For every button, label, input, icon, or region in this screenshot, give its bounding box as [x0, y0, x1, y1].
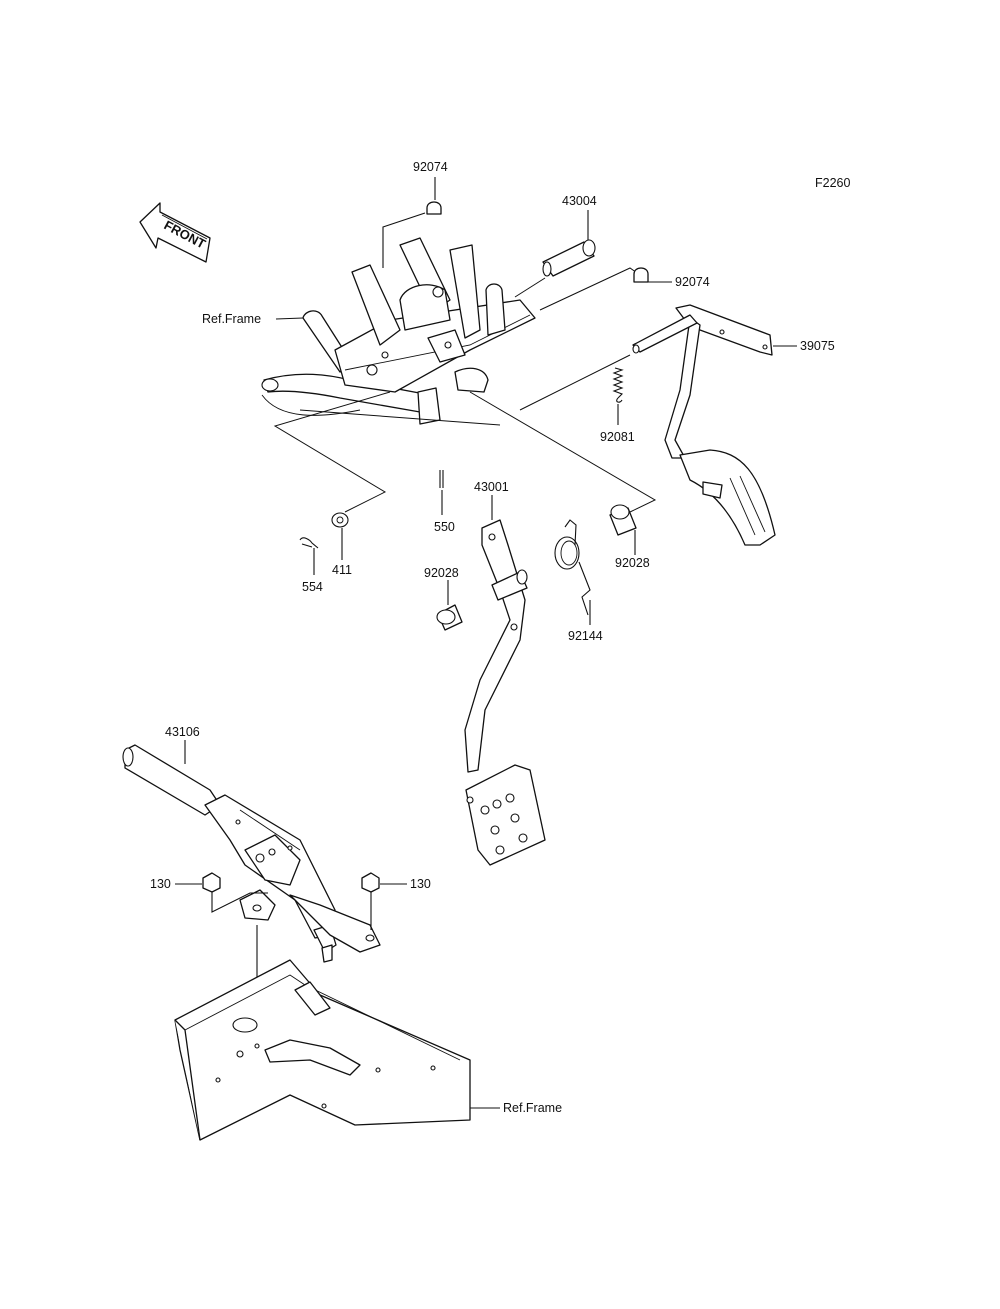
part-411-washer: 411	[331, 512, 352, 577]
part-92028-left: 92028	[424, 566, 463, 631]
label-43106: 43106	[165, 725, 200, 739]
label-ref-frame-top: Ref.Frame	[202, 312, 261, 326]
part-130-left-bolt: 130	[150, 872, 268, 913]
part-554-cotter-pin: 554	[299, 537, 323, 594]
label-92028-right: 92028	[615, 556, 650, 570]
label-ref-frame-bottom: Ref.Frame	[503, 1101, 562, 1115]
label-43001: 43001	[474, 480, 509, 494]
part-92081-spring: 92081	[600, 367, 635, 444]
part-92074-top: 92074	[382, 160, 448, 268]
upper-frame-assembly	[261, 237, 536, 425]
part-43004: 43004	[542, 194, 597, 277]
label-130-left: 130	[150, 877, 171, 891]
label-92074-right: 92074	[675, 275, 710, 289]
label-92074-top: 92074	[413, 160, 448, 174]
part-92144-torsion-spring: 92144	[554, 519, 603, 643]
leader-39075-axis	[519, 354, 631, 411]
label-550: 550	[434, 520, 455, 534]
label-92081: 92081	[600, 430, 635, 444]
part-43001-brake-pedal: 43001	[464, 480, 546, 866]
label-92028-left: 92028	[424, 566, 459, 580]
leader-43004-axis	[514, 277, 546, 298]
label-43004: 43004	[562, 194, 597, 208]
label-39075: 39075	[800, 339, 835, 353]
part-39075-accelerator-pedal: 39075	[632, 304, 835, 546]
part-92028-right: 92028	[609, 504, 650, 570]
part-43106-parking-brake-lever: 43106	[122, 725, 381, 963]
lower-frame: Ref.Frame	[174, 959, 562, 1141]
label-92144: 92144	[568, 629, 603, 643]
front-arrow-icon: FRONT	[139, 202, 211, 263]
part-92074-right: 92074	[633, 267, 710, 289]
part-130-right-bolt: 130	[361, 872, 431, 930]
part-550: 550	[434, 470, 455, 534]
ref-frame-top: Ref.Frame	[202, 312, 304, 326]
label-554: 554	[302, 580, 323, 594]
label-130-right: 130	[410, 877, 431, 891]
figure-code: F2260	[815, 176, 850, 190]
leader-frame-550	[299, 409, 501, 426]
leader-frame-right	[469, 391, 657, 513]
label-411: 411	[332, 563, 352, 577]
leader-frame-left	[273, 391, 391, 513]
